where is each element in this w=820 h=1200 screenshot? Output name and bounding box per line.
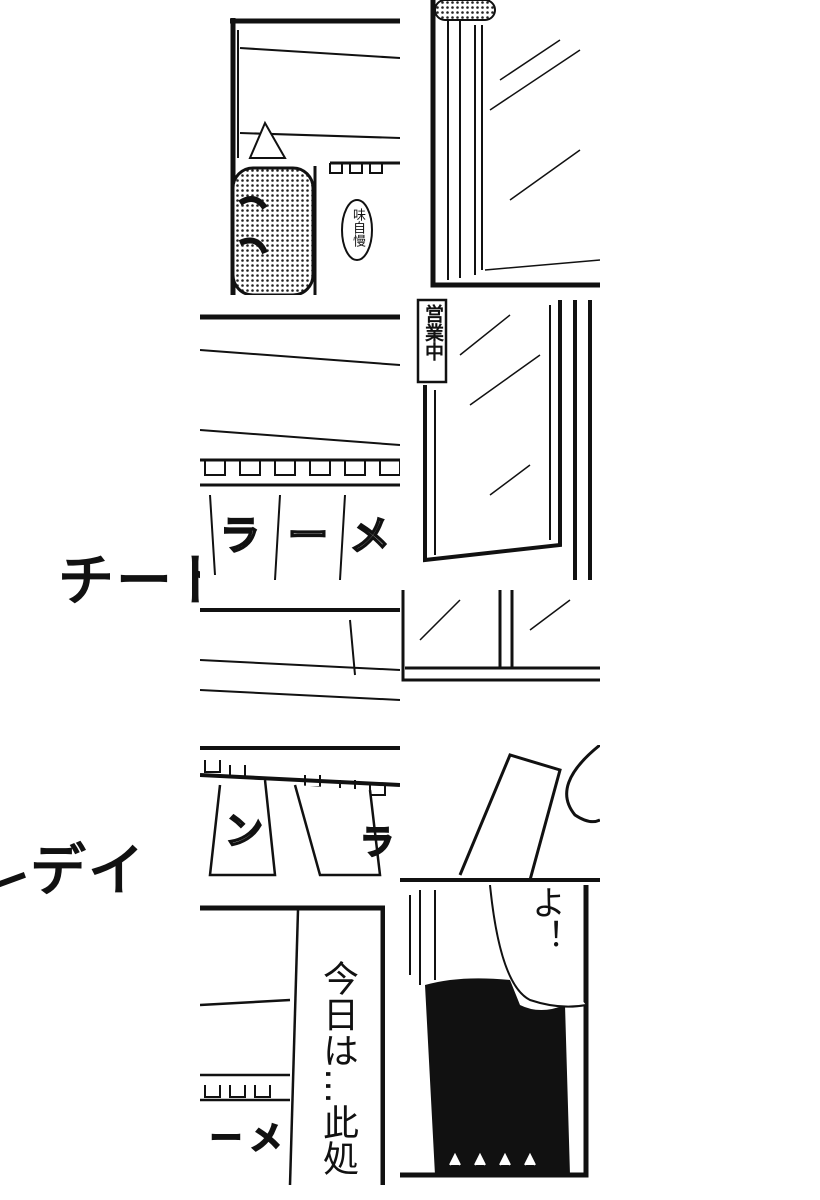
noren-char: ラ: [359, 822, 395, 864]
panel-door-top: [430, 0, 600, 290]
open-sign-text: 営業中: [422, 304, 444, 361]
narration-text: 今日は…此処: [317, 960, 358, 1176]
noren-char: メ: [349, 512, 391, 560]
panel-shop-front-lantern: 味自慢: [230, 18, 400, 295]
panel-narration: 今日は…此処 ー メ: [200, 905, 385, 1185]
noren-char: ン: [224, 808, 264, 854]
panel-open-sign-door: 営業中: [400, 295, 600, 585]
noren-char: ー: [287, 512, 329, 560]
noren-char: メ: [249, 1118, 283, 1158]
panel-noren-ramen: ラ ー メ: [200, 295, 400, 590]
panel-noren-second: ン ラ: [200, 745, 400, 885]
partial-stroke: [0, 850, 30, 890]
panel-girl-speech: よ！: [400, 885, 590, 1180]
shop-sign-text: 味自慢: [350, 208, 365, 247]
title-fragment-bottom-partial: デイ: [0, 826, 146, 907]
panel-character-fragment: [400, 745, 600, 885]
panel-window: [400, 590, 600, 685]
panel-wall: [200, 590, 400, 745]
title-fragment-bottom: デイ: [30, 839, 146, 904]
speech-text: よ！: [525, 885, 565, 953]
noren-char: ー: [209, 1118, 243, 1158]
noren-char: ラ: [219, 512, 261, 560]
